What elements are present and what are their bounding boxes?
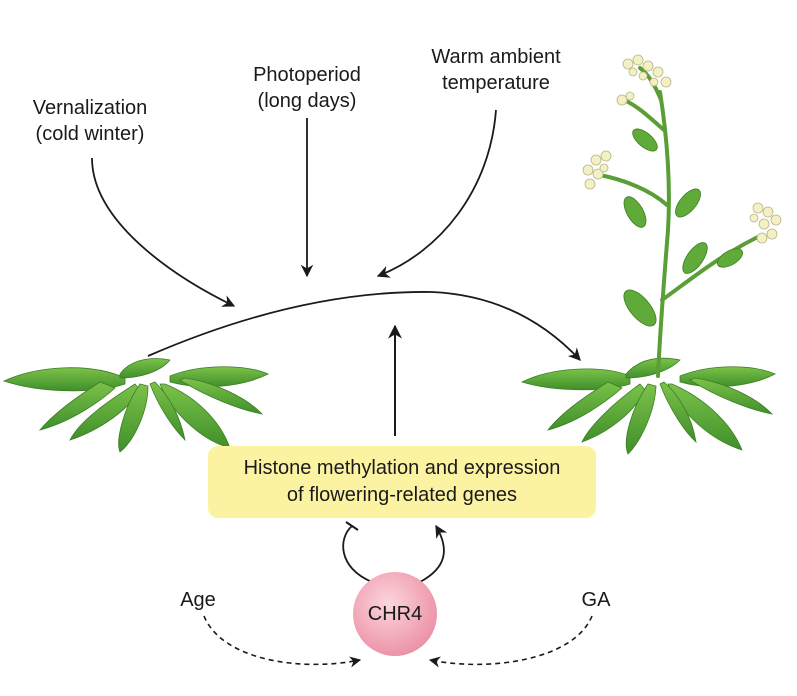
rosette-right [520,357,776,455]
warm-temperature-arrow [376,109,497,278]
rosette-left [2,358,269,453]
vernalization-line2: (cold winter) [35,123,145,145]
age-to-chr4-arrow [203,615,362,668]
warm-line2: temperature [442,72,550,94]
flower-clusters [582,54,782,244]
stem-leaves [623,128,744,327]
photoperiod-line1: Photoperiod [253,64,361,86]
vernalization-label: Vernalization (cold winter) [14,95,166,147]
flowering-stem [598,66,764,378]
chr4-repression-arc [342,525,373,583]
chr4-node: CHR4 [353,572,437,656]
ga-label: GA [581,589,611,611]
box-line1: Histone methylation and expression [243,457,561,479]
ga-to-chr4-arrow [428,615,593,668]
warm-line1: Warm ambient [431,46,561,68]
repression-bar [345,521,359,531]
photoperiod-label: Photoperiod (long days) [232,62,382,114]
photoperiod-line2: (long days) [257,90,357,112]
chr4-activation-arc [419,524,448,583]
histone-methylation-box: Histone methylation and expression of fl… [208,446,596,518]
vernalization-arrow [91,157,236,307]
vernalization-line1: Vernalization [32,97,148,119]
age-label: Age [180,589,216,611]
warm-temperature-label: Warm ambient temperature [410,44,582,96]
developmental-transition-arrow [147,291,581,361]
chr4-label: CHR4 [367,602,423,625]
box-line2: of flowering-related genes [286,484,518,506]
